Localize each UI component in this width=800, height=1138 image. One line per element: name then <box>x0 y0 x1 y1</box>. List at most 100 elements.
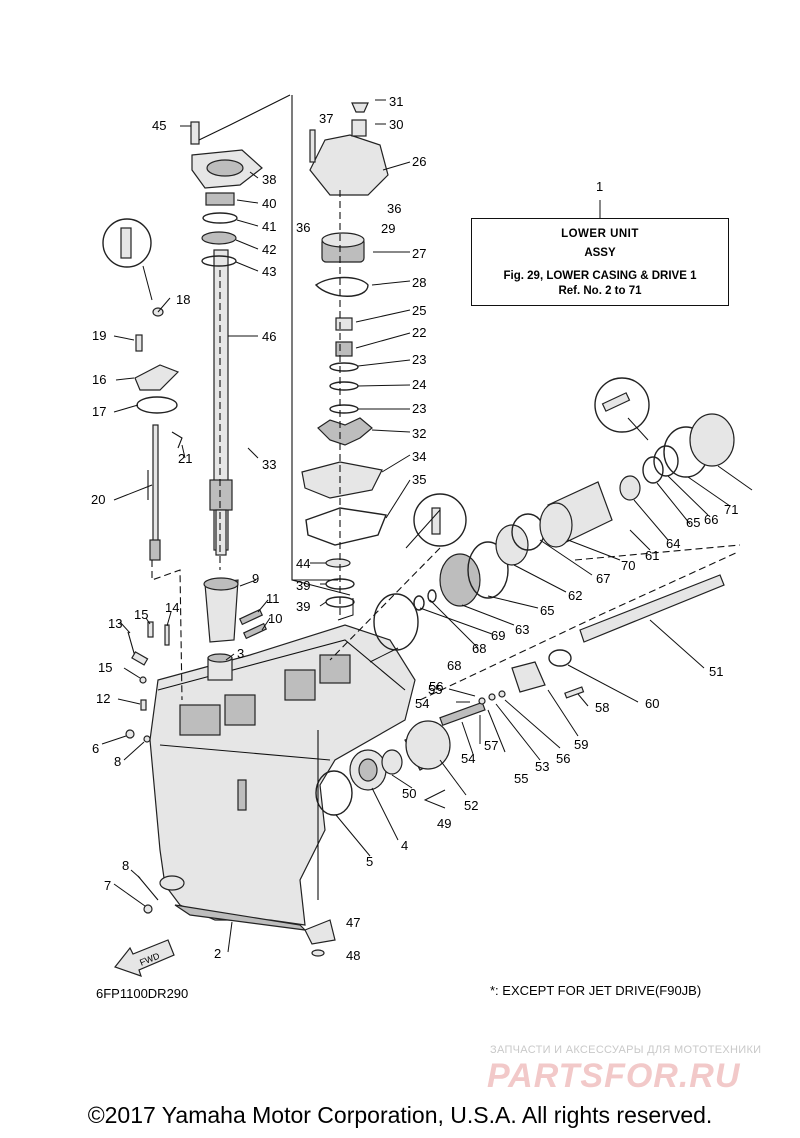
callout-label: 24 <box>412 377 426 392</box>
callout-label: 8 <box>114 754 121 769</box>
callout-label: 54 <box>415 696 429 711</box>
callout-label: 54 <box>461 751 475 766</box>
forward-gear-parts <box>304 720 451 957</box>
callout-label: 18 <box>176 292 190 307</box>
callout-label: 11 <box>266 591 280 606</box>
callout-label: 45 <box>152 118 166 133</box>
callout-label: 46 <box>262 329 276 344</box>
callout-label: 57 <box>484 738 498 753</box>
callout-label: 28 <box>412 275 426 290</box>
callout-label: 64 <box>666 536 680 551</box>
fwd-arrow-icon: FWD <box>114 939 175 977</box>
callout-label: 23 <box>412 401 426 416</box>
callout-label: 40 <box>262 196 276 211</box>
footnote: *: EXCEPT FOR JET DRIVE(F90JB) <box>490 983 702 998</box>
title-line-4: Ref. No. 2 to 71 <box>558 285 642 297</box>
callout-label: 34 <box>412 449 426 464</box>
callout-label: 60 <box>645 696 659 711</box>
callout-label: 26 <box>412 154 426 169</box>
callout-label: 32 <box>412 426 426 441</box>
callout-label: 67 <box>596 571 610 586</box>
copyright-notice: ©2017 Yamaha Motor Corporation, U.S.A. A… <box>87 1102 713 1128</box>
callout-label: 65 <box>540 603 554 618</box>
callout-label: 22 <box>412 325 426 340</box>
callout-label: 55 <box>428 682 442 697</box>
lower-casing <box>149 624 416 931</box>
callout-label: 9 <box>252 571 259 586</box>
bearing-housing <box>190 121 263 267</box>
callout-label: 68 <box>472 641 486 656</box>
callout-label: 50 <box>402 786 416 801</box>
callout-label: 56 <box>429 679 443 694</box>
watermark-logo: PARTSFOR.RU <box>487 1057 741 1095</box>
callout-label: 10 <box>268 611 282 626</box>
callout-label: 14 <box>165 600 179 615</box>
callout-label: 8 <box>122 858 129 873</box>
callout-label: 39 <box>296 578 310 593</box>
callout-label: 66 <box>704 512 718 527</box>
callout-label: 6 <box>92 741 99 756</box>
callout-label: 51 <box>709 664 723 679</box>
callout-label: 43 <box>262 264 276 279</box>
callout-label: 44 <box>296 556 310 571</box>
callout-label: 15 <box>134 607 148 622</box>
callout-label: 48 <box>346 948 360 963</box>
callout-label: 20 <box>91 492 105 507</box>
callout-label: 1 <box>596 179 603 194</box>
callout-label: 70 <box>621 558 635 573</box>
callout-label: 19 <box>92 328 106 343</box>
title-line-3: Fig. 29, LOWER CASING & DRIVE 1 <box>503 270 697 282</box>
callout-label: 15 <box>98 660 112 675</box>
callout-label: 58 <box>595 700 609 715</box>
callout-label: 35 <box>412 472 426 487</box>
callout-label: 29 <box>381 221 395 236</box>
callout-label: 12 <box>96 691 110 706</box>
assembly-lines <box>147 94 741 900</box>
callout-label: 41 <box>262 219 276 234</box>
callout-label: 55 <box>514 771 528 786</box>
propeller-shaft <box>439 574 725 727</box>
callout-label: 25 <box>412 303 426 318</box>
small-parts-left <box>125 621 170 914</box>
callout-label: 59 <box>574 737 588 752</box>
callout-label: 36 <box>296 220 310 235</box>
title-line-1: LOWER UNIT <box>561 228 639 240</box>
drive-shaft <box>209 249 233 556</box>
callout-label: 65 <box>686 515 700 530</box>
callout-label: 17 <box>92 404 106 419</box>
callout-label: 56 <box>556 751 570 766</box>
callout-label: 27 <box>412 246 426 261</box>
callout-label: 68 <box>447 658 461 673</box>
callout-label: 38 <box>262 172 276 187</box>
callout-labels: 1 2 3 4 5 6 7 8 8 9 10 11 12 13 14 15 15… <box>91 94 738 963</box>
reverse-gear-parts <box>373 413 735 651</box>
callout-label: 21 <box>178 451 192 466</box>
callout-label: 31 <box>389 94 403 109</box>
callout-label: 52 <box>464 798 478 813</box>
callout-label: 71 <box>724 502 738 517</box>
title-line-2: ASSY <box>584 247 616 259</box>
callout-label: 61 <box>645 548 659 563</box>
callout-label: 36 <box>387 201 401 216</box>
callout-label: 62 <box>568 588 582 603</box>
water-pump-parts <box>301 102 389 608</box>
callout-label: 4 <box>401 838 408 853</box>
callout-label: 47 <box>346 915 360 930</box>
title-box: LOWER UNIT ASSY Fig. 29, LOWER CASING & … <box>471 218 729 306</box>
leader-lines <box>101 99 753 953</box>
callout-label: 23 <box>412 352 426 367</box>
callout-label: 30 <box>389 117 403 132</box>
callout-label: 3 <box>237 646 244 661</box>
callout-label: 49 <box>437 816 451 831</box>
callout-label: 37 <box>319 111 333 126</box>
callout-label: 33 <box>262 457 276 472</box>
callout-label: 63 <box>515 622 529 637</box>
callout-label: 42 <box>262 242 276 257</box>
callout-label: 39 <box>296 599 310 614</box>
shift-rod <box>134 307 183 561</box>
diagram-code: 6FP1100DR290 <box>96 986 189 1001</box>
watermark-caption: ЗАПЧАСТИ И АКСЕССУАРЫ ДЛЯ МОТОТЕХНИКИ <box>490 1044 762 1056</box>
detail-callouts <box>102 218 650 547</box>
callout-label: 7 <box>104 878 111 893</box>
